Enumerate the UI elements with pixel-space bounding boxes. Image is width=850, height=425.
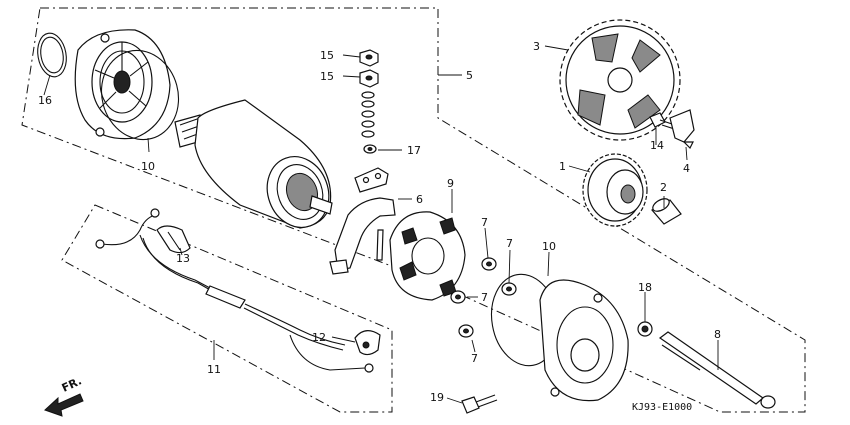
terminal-boot-12 [354, 330, 381, 356]
rear-cover [539, 279, 629, 402]
washer-17 [363, 144, 377, 154]
direction-label: FR. [60, 374, 84, 394]
brush-bracket-6 [329, 197, 396, 275]
callout-16: 16 [38, 94, 52, 107]
callout-12: 12 [312, 331, 326, 344]
callout-5: 5 [466, 69, 473, 82]
callout-7-d: 7 [471, 352, 478, 365]
callout-14: 14 [650, 139, 664, 152]
bracket-4 [669, 109, 695, 150]
callout-7-c: 7 [481, 291, 488, 304]
spring-7d [458, 324, 474, 338]
wire-harness-11 [95, 208, 374, 373]
drawing-code: KJ93-E1000 [632, 402, 692, 413]
callout-4: 4 [683, 162, 690, 175]
callout-10-rear: 10 [542, 240, 556, 253]
front-cover [74, 29, 171, 140]
armature-yoke [174, 99, 333, 229]
pin-2 [651, 198, 682, 225]
callout-18: 18 [638, 281, 652, 294]
washer-18 [637, 321, 653, 337]
o-ring-10-front [100, 49, 180, 141]
callout-6: 6 [416, 193, 423, 206]
bolt-8 [658, 331, 776, 409]
nut-15b [359, 69, 379, 88]
callout-19: 19 [430, 391, 444, 404]
bolt-19 [461, 394, 498, 414]
sprocket-3 [559, 19, 681, 141]
callout-1: 1 [559, 160, 566, 173]
harness-boundary [61, 204, 393, 413]
brush-holder-9 [389, 211, 466, 301]
callout-2: 2 [660, 181, 667, 194]
callout-15-second: 15 [320, 70, 334, 83]
gear-1 [582, 153, 648, 227]
washer-stack [361, 91, 375, 138]
insulator [354, 167, 389, 193]
leader-lines [43, 45, 719, 404]
spring-7a [481, 257, 497, 271]
boot-13 [156, 225, 191, 254]
callout-3: 3 [533, 40, 540, 53]
spring-7c [450, 290, 466, 304]
callout-7-a: 7 [481, 216, 488, 229]
callout-11: 11 [207, 363, 221, 376]
callout-10-front: 10 [141, 160, 155, 173]
callout-7-b: 7 [506, 237, 513, 250]
o-ring-16 [37, 32, 67, 78]
callout-9: 9 [447, 177, 454, 190]
callout-labels: 16 10 15 15 5 17 3 14 4 1 2 6 9 7 7 7 7 … [38, 40, 721, 404]
callout-17: 17 [407, 144, 421, 157]
callout-13: 13 [176, 252, 190, 265]
nut-15a [359, 49, 379, 67]
assembly-boundary [21, 7, 806, 413]
front-direction-arrow [44, 393, 84, 417]
spring-7b [501, 282, 517, 296]
callout-8: 8 [714, 328, 721, 341]
callout-15-top: 15 [320, 49, 334, 62]
